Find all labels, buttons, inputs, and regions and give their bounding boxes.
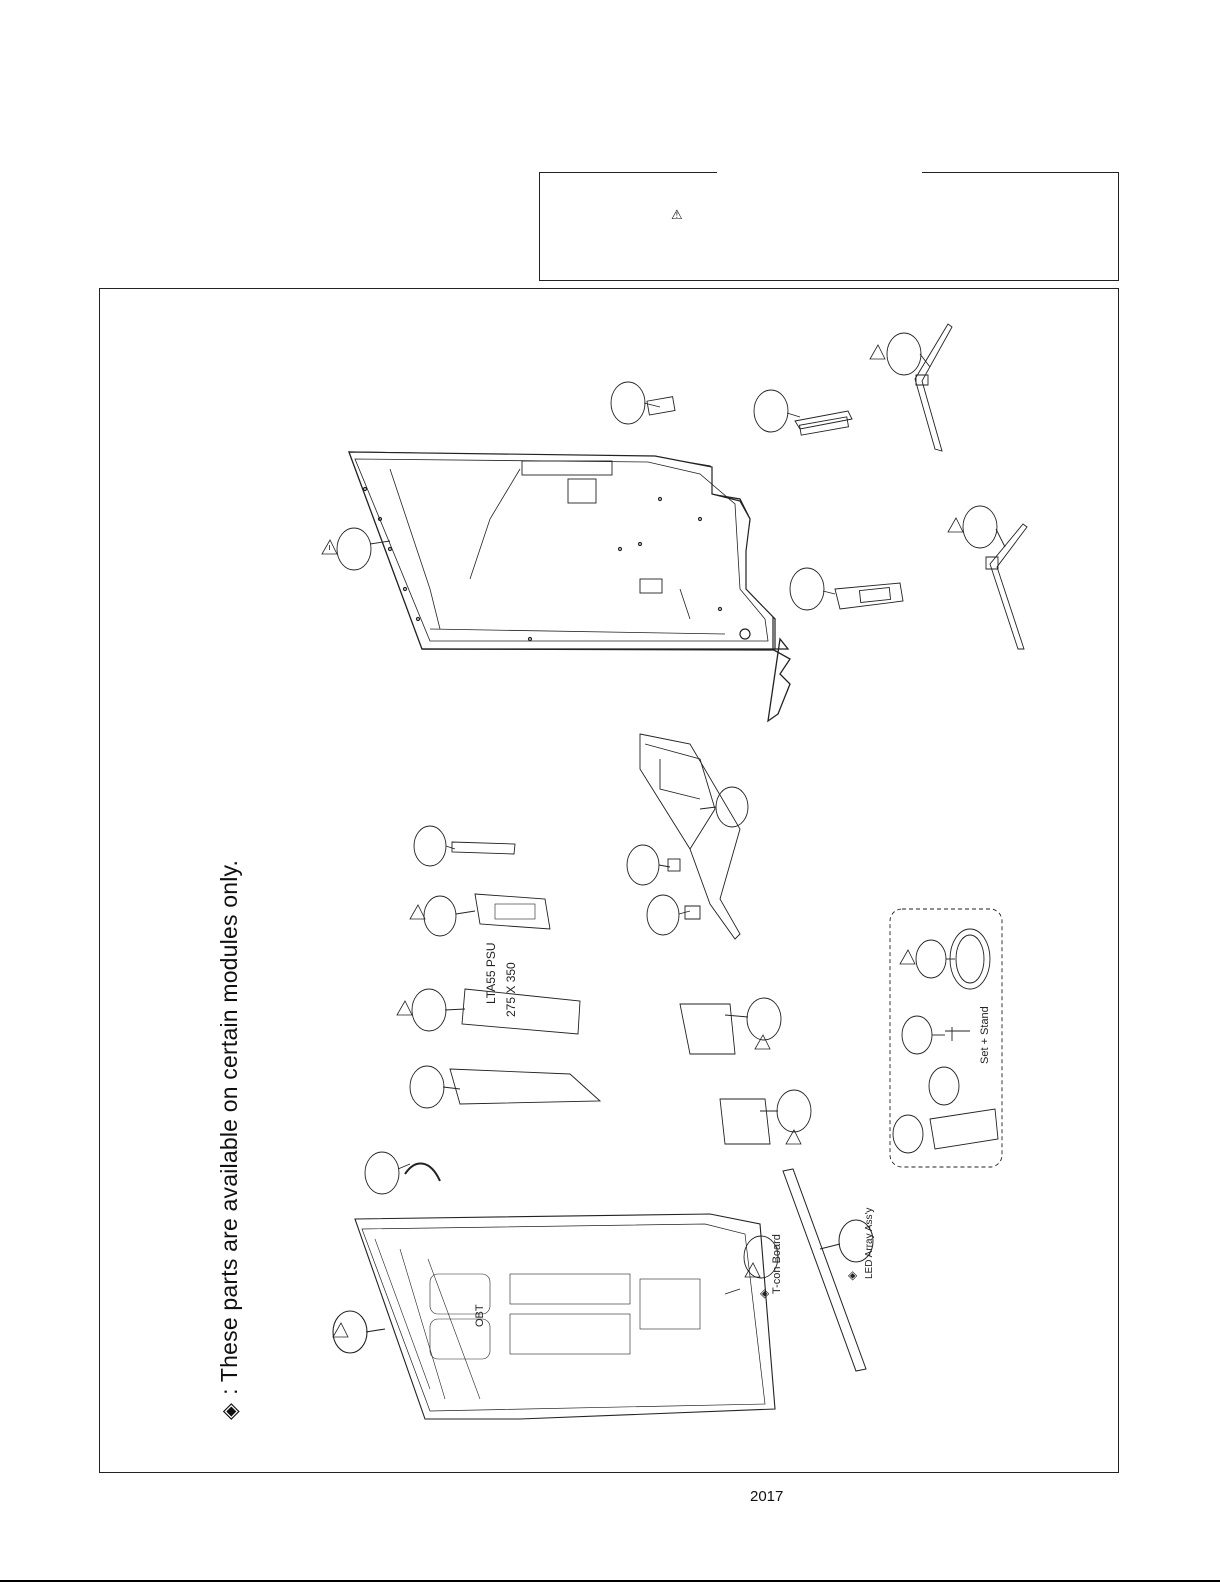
psu-label-1: LTA55 PSU: [484, 942, 498, 1004]
led-array: LED Array Ass'y ◈: [783, 1169, 875, 1371]
led-label: LED Array Ass'y: [864, 1208, 875, 1279]
notice-title-gap: [717, 170, 922, 175]
page-year: 2017: [750, 1488, 783, 1505]
led-marker: ◈: [848, 1268, 858, 1282]
diamond-marker-icon: ◈: [217, 1403, 242, 1420]
tcon-label: T-con Board: [771, 1234, 783, 1294]
back-cover: [349, 452, 790, 721]
availability-note-text: : These parts are available on certain m…: [216, 860, 242, 1395]
set-stand-label: Set + Stand: [979, 1006, 991, 1064]
warning-icon: ⚠: [671, 207, 683, 223]
bottom-rule: [0, 1580, 1220, 1582]
tcon-marker: ◈: [760, 1286, 770, 1300]
panel-code-label: OBT: [474, 1304, 486, 1327]
middle-frame: [410, 734, 748, 939]
tcon-callout: T-con Board ◈: [725, 1234, 783, 1300]
psu-label-2: 275 X 350: [504, 962, 518, 1017]
exploded-view-frame: LTA55 PSU 275 X 350 Set + Stand: [99, 288, 1119, 1473]
notice-box: ⚠: [539, 172, 1119, 281]
boards: LTA55 PSU 275 X 350: [365, 942, 811, 1194]
accessory-box: Set + Stand: [890, 909, 1002, 1167]
display-panel: OBT: [333, 1214, 775, 1419]
exploded-view-drawing: LTA55 PSU 275 X 350 Set + Stand: [100, 289, 1120, 1474]
availability-note: ◈ : These parts are available on certain …: [216, 860, 243, 1420]
